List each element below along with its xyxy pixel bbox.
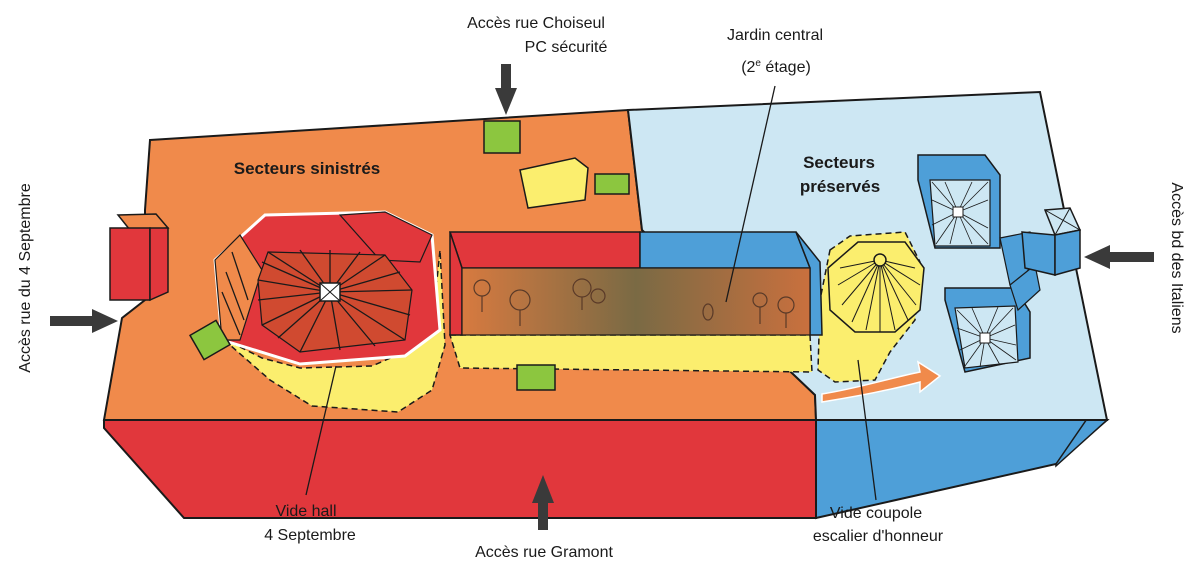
yellow-zone-garden-bottom	[448, 334, 813, 373]
pavilion-bottom-skylight	[979, 332, 991, 344]
jardin-floor-open: (2	[741, 59, 755, 76]
label-jardin-central: Jardin central	[727, 27, 823, 44]
label-vide-hall-2: 4 Septembre	[264, 527, 356, 544]
arrow-choiseul-icon	[495, 64, 517, 115]
garden-trees	[473, 278, 795, 328]
jardin-floor-sup: e	[755, 58, 761, 69]
label-secteurs-preserves-2: préservés	[800, 177, 880, 196]
tower-side	[1054, 229, 1081, 276]
label-vide-hall-1: Vide hall	[275, 503, 336, 520]
arrow-italiens-icon	[1084, 245, 1154, 269]
coupole-ribs	[837, 259, 921, 332]
pavilion-top-skylight	[952, 206, 964, 218]
evacuation-arrow	[821, 360, 942, 403]
leader-lines	[305, 85, 877, 501]
leader-hall	[305, 365, 337, 496]
front-face-damaged	[103, 419, 817, 519]
coupole-lantern	[873, 253, 887, 267]
leader-coupole	[857, 359, 877, 501]
hall-roof-center	[257, 251, 413, 353]
label-vide-coupole-1: Vide coupole	[830, 505, 922, 522]
green-square-bottom	[516, 364, 556, 391]
garden-right-wall	[795, 231, 823, 336]
label-access-gramont: Accès rue Gramont	[475, 544, 613, 561]
garden-floor	[461, 267, 811, 336]
label-pc-securite: PC sécurité	[525, 39, 608, 56]
label-access-choiseul: Accès rue Choiseul	[467, 15, 605, 32]
access-arrows	[50, 64, 1154, 530]
garden-back-wall-damaged	[448, 231, 641, 269]
garden-back-wall-preserved	[639, 231, 812, 269]
annex-side	[149, 227, 169, 302]
arrow-gramont-icon	[532, 475, 554, 530]
tower-cross-2	[1054, 207, 1071, 236]
tower-front	[1021, 231, 1056, 276]
hall-skylight-cross-2	[319, 282, 341, 302]
hall-roof-left-block	[214, 234, 263, 341]
label-vide-coupole-2: escalier d'honneur	[813, 528, 944, 545]
hall-roof-right-block	[338, 211, 433, 263]
green-square-right	[594, 173, 630, 195]
label-jardin-floor: (2e étage)	[741, 58, 811, 76]
green-square-pc	[483, 120, 521, 154]
yellow-block	[519, 157, 589, 209]
green-square-left	[188, 319, 232, 361]
leader-jardin	[725, 85, 776, 303]
annex-front	[109, 227, 151, 301]
jardin-floor-close: étage)	[761, 59, 811, 76]
label-secteurs-preserves-1: Secteurs	[803, 153, 875, 172]
arrow-4-septembre-icon	[50, 309, 118, 333]
tower-cross-1	[1044, 209, 1081, 231]
label-access-4-septembre: Accès rue du 4 Septembre	[17, 183, 34, 373]
yellow-zone-hall	[221, 249, 446, 413]
label-access-italiens: Accès bd des Italiens	[1168, 182, 1185, 333]
front-face-preserved	[815, 419, 1110, 520]
label-secteurs-sinistres: Secteurs sinistrés	[234, 159, 380, 178]
connector-bottom	[1009, 263, 1041, 312]
